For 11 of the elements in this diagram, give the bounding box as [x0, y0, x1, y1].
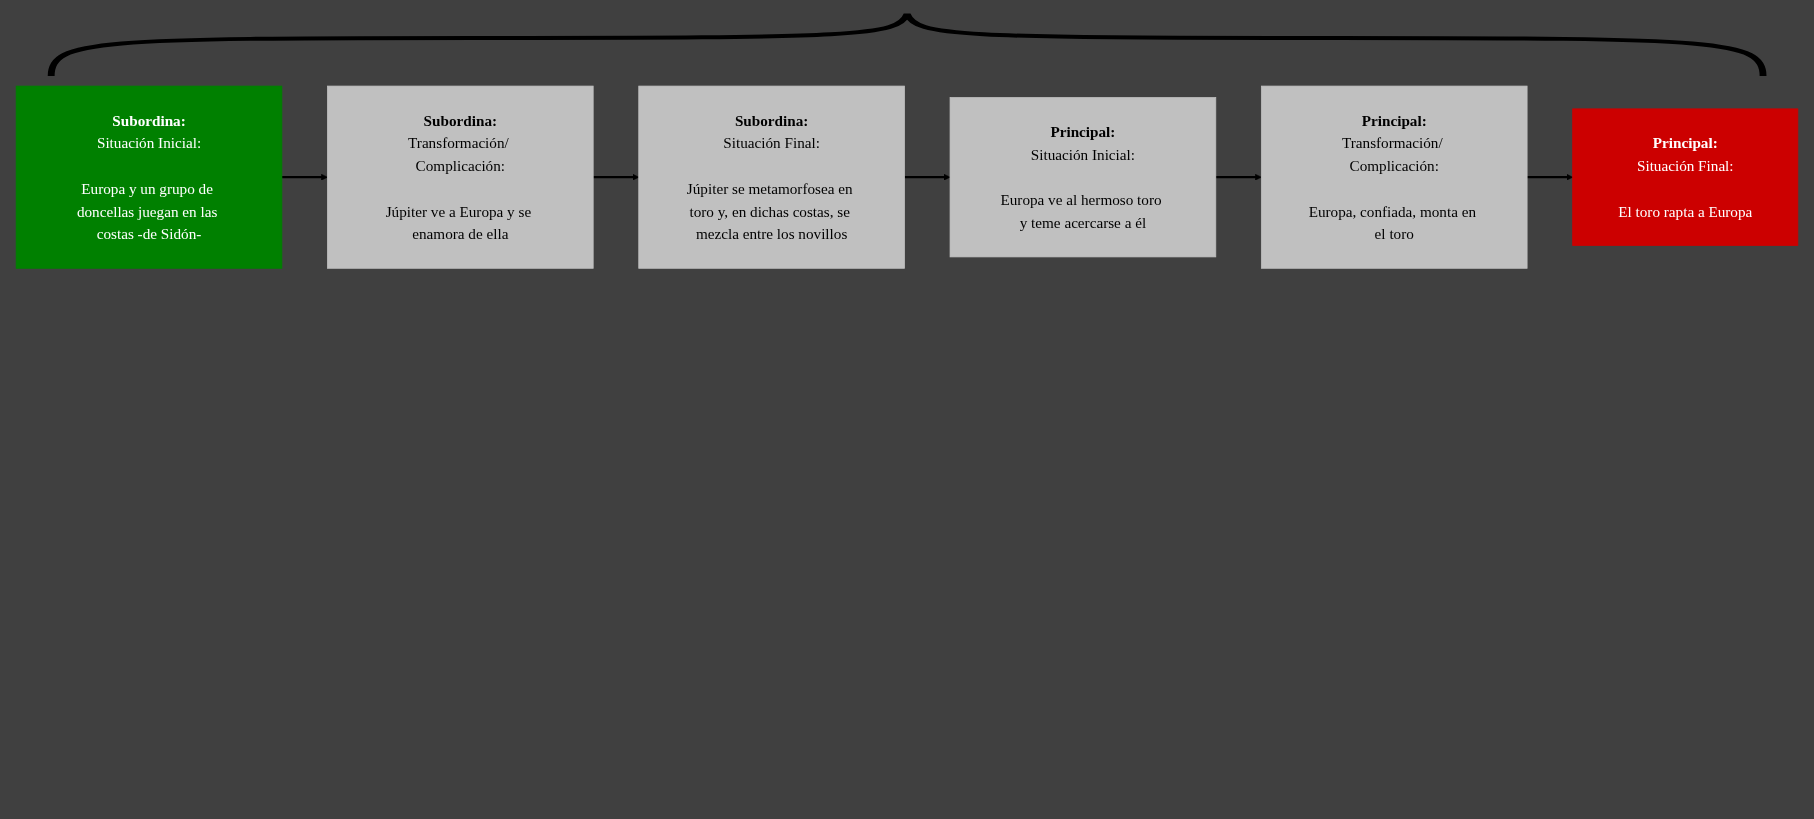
node-box: Subordina: Situación Inicial: Europa y un grupo de doncellas juegan en las costas -de Sidón-	[15, 85, 283, 269]
arrow	[593, 173, 640, 181]
node-box: Principal: Situación Inicial: Europa ve al hermoso toro y teme acercarse a él	[949, 97, 1217, 258]
arrow	[1527, 173, 1573, 181]
arrow	[1215, 173, 1262, 181]
arrow	[904, 173, 951, 181]
node-box: Subordina: Situación Final: Júpiter se metamorfosea en toro y, en dichas costas, se mezcla entre los novillos	[638, 85, 905, 269]
node-box: Principal: Transformación/ Complicación: Europa, confiada, monta en el toro	[1260, 85, 1528, 269]
node-box: Subordina: Transformación/ Complicación: Júpiter ve a Europa y se enamora de ella	[327, 85, 594, 269]
arrow	[281, 173, 328, 181]
node-box: Principal: Situación Final: El toro rapta a Europa	[1572, 108, 1799, 246]
